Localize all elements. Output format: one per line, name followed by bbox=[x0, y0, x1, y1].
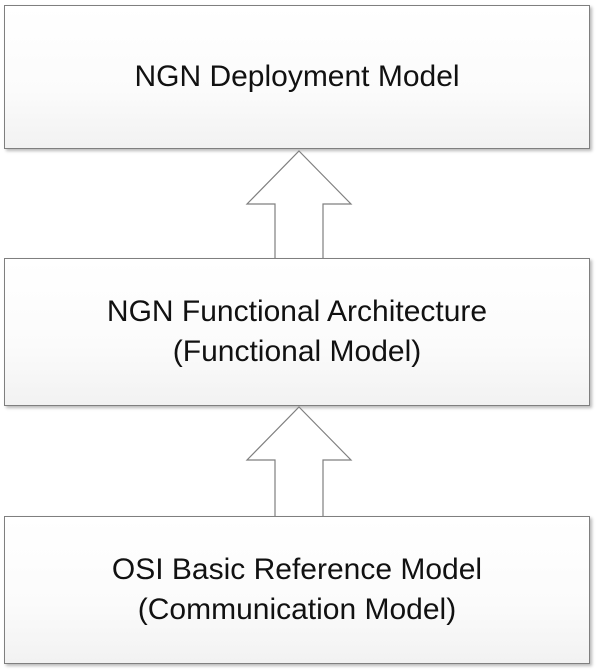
osi-basic-reference-model-label: OSI Basic Reference Model bbox=[111, 553, 483, 586]
upward-arrow-icon bbox=[245, 150, 353, 260]
ngn-functional-architecture-label: NGN Functional Architecture bbox=[106, 295, 488, 328]
communication-model-label: (Communication Model) bbox=[137, 593, 457, 626]
ngn-deployment-model-box: NGN Deployment Model bbox=[4, 5, 590, 149]
functional-model-label: (Functional Model) bbox=[172, 335, 422, 368]
ngn-functional-architecture-box: NGN Functional Architecture (Functional … bbox=[4, 258, 590, 406]
ngn-deployment-model-label: NGN Deployment Model bbox=[134, 60, 460, 93]
upward-arrow-icon bbox=[245, 406, 353, 518]
osi-basic-reference-model-box: OSI Basic Reference Model (Communication… bbox=[4, 516, 590, 664]
